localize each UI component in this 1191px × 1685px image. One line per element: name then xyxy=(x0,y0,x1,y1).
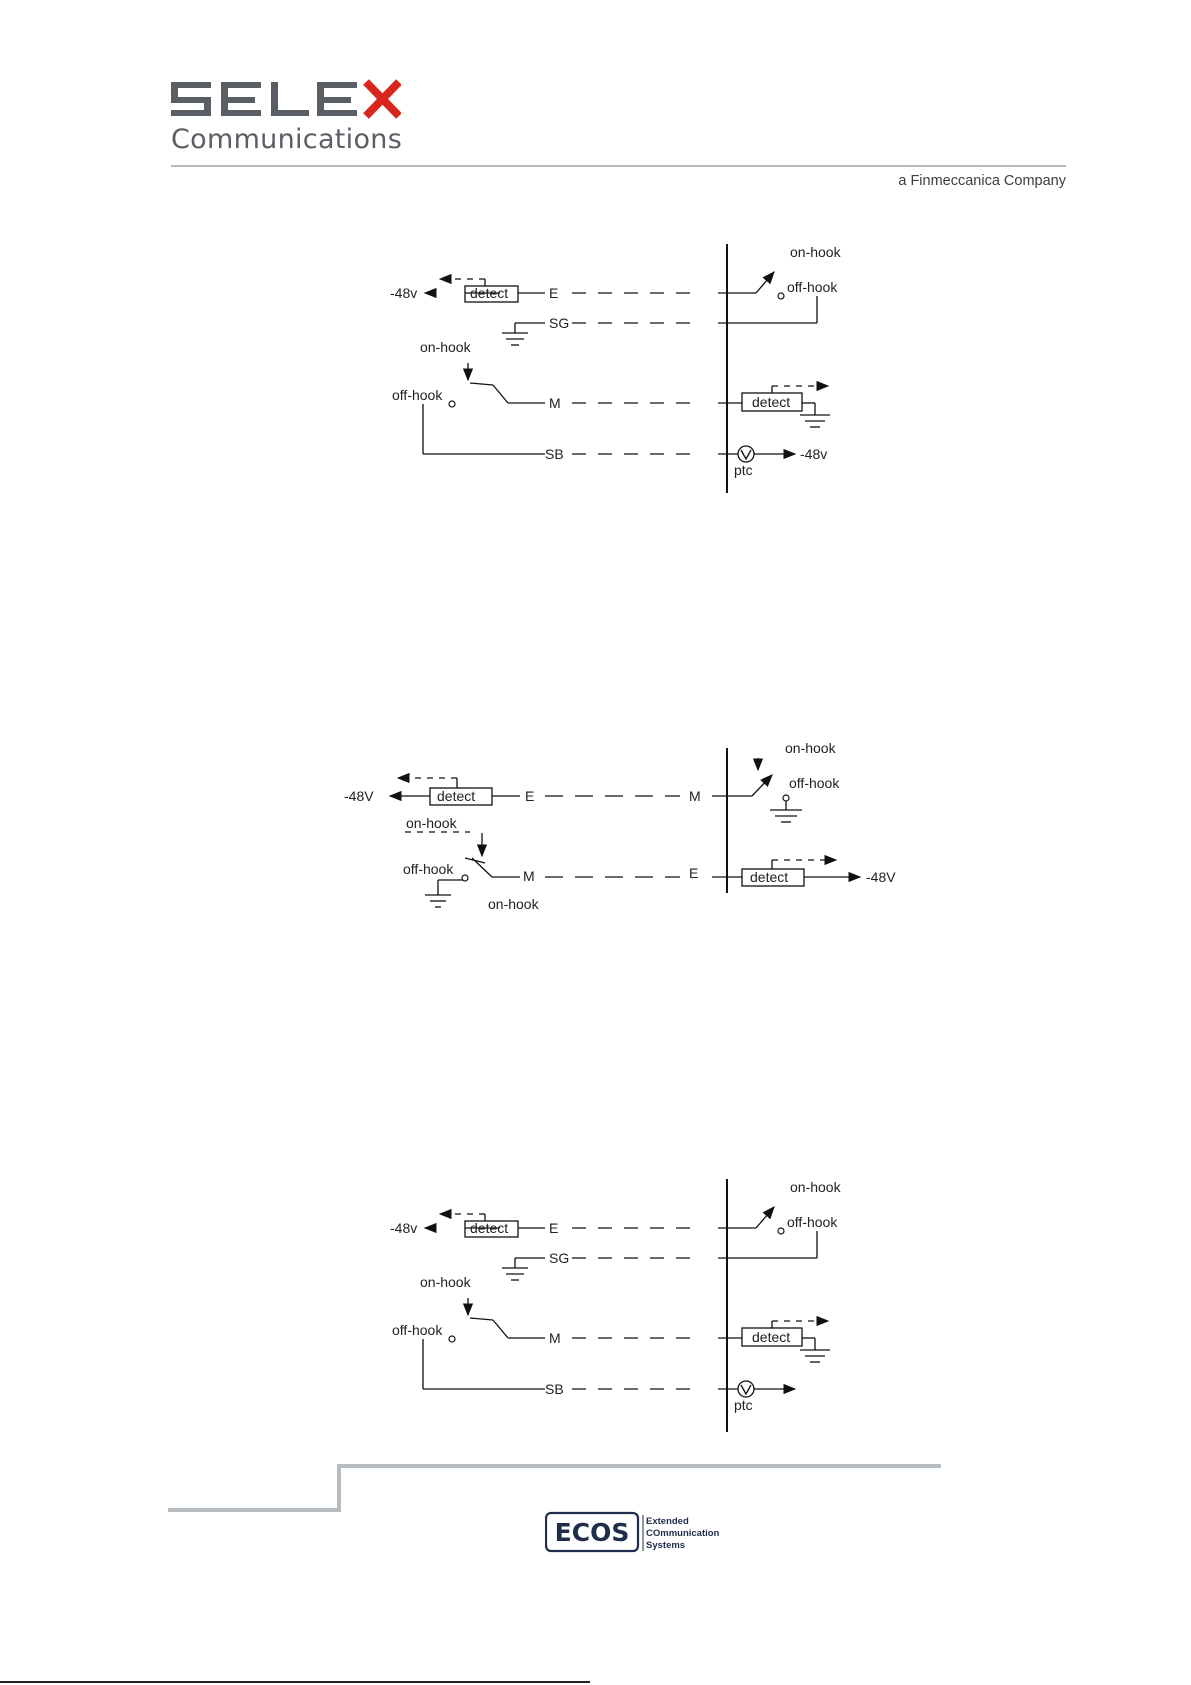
lead-e: E xyxy=(525,788,534,804)
on-hook-label: on-hook xyxy=(420,339,472,355)
lead-sb: SB xyxy=(545,1381,564,1397)
ecos-logo: ECOS Extended COmmunication Systems xyxy=(545,1511,725,1555)
detect-label: detect xyxy=(470,285,508,301)
detect-label: detect xyxy=(437,788,475,804)
label-neg48v: -48v xyxy=(390,1220,417,1236)
detect-label-right: detect xyxy=(750,869,788,885)
on-hook-label-right: on-hook xyxy=(790,244,842,260)
logo-subtitle: Communications xyxy=(171,124,402,155)
signaling-diagram-3: -48v detect E SG on-hook off-hook M SB o… xyxy=(380,1175,850,1440)
off-hook-label: off-hook xyxy=(403,861,454,877)
selex-logo xyxy=(171,78,401,126)
on-hook-label: on-hook xyxy=(406,815,458,831)
label-neg48v: -48v xyxy=(390,285,417,301)
header-rule xyxy=(171,165,1066,167)
off-hook-label: off-hook xyxy=(392,1322,443,1338)
page-bottom-rule xyxy=(0,1681,590,1683)
label-neg48v: -48V xyxy=(344,788,374,804)
ecos-line-3: Systems xyxy=(646,1540,685,1551)
lead-e: E xyxy=(549,285,558,301)
lead-m: M xyxy=(549,1330,561,1346)
lead-sg: SG xyxy=(549,315,569,331)
detect-label-right: detect xyxy=(752,394,790,410)
ecos-line-1: Extended xyxy=(646,1516,689,1527)
lead-m: M xyxy=(523,868,535,884)
detect-label: detect xyxy=(470,1220,508,1236)
on-hook-label: on-hook xyxy=(420,1274,472,1290)
off-hook-label-right: off-hook xyxy=(787,279,838,295)
ptc-label: ptc xyxy=(734,462,753,478)
label-neg48v-right: -48V xyxy=(866,869,896,885)
off-hook-label-right: off-hook xyxy=(789,775,840,791)
lead-m-right: M xyxy=(689,788,701,804)
ecos-word: ECOS xyxy=(555,1518,630,1547)
ecos-line-2: COmmunication xyxy=(646,1528,720,1539)
signaling-diagram-2: -48V detect E on-hook off-hook M on-hook… xyxy=(340,740,900,930)
lead-sg: SG xyxy=(549,1250,569,1266)
signaling-diagram-1: -48v detect E SG on-hook off-hook M SB o… xyxy=(380,240,850,500)
off-hook-label: off-hook xyxy=(392,387,443,403)
label-neg48v-right: -48v xyxy=(800,446,827,462)
on-hook-label-2: on-hook xyxy=(488,896,540,912)
company-tagline: a Finmeccanica Company xyxy=(898,173,1066,189)
off-hook-label-right: off-hook xyxy=(787,1214,838,1230)
lead-e-right: E xyxy=(689,865,698,881)
lead-e: E xyxy=(549,1220,558,1236)
lead-m: M xyxy=(549,395,561,411)
detect-label-right: detect xyxy=(752,1329,790,1345)
on-hook-label-right: on-hook xyxy=(785,740,837,756)
on-hook-label-right: on-hook xyxy=(790,1179,842,1195)
lead-sb: SB xyxy=(545,446,564,462)
footer-rule xyxy=(168,1462,948,1514)
ptc-label: ptc xyxy=(734,1397,753,1413)
